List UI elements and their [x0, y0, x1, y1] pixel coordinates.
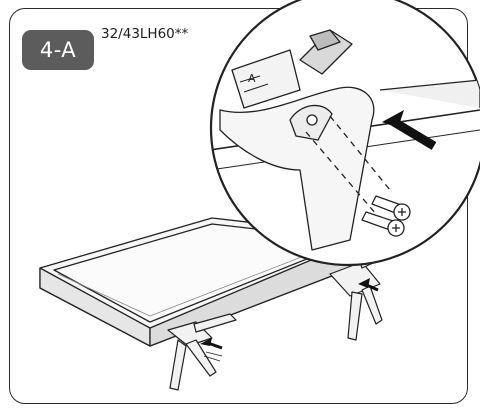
- left-screws: [203, 351, 223, 362]
- step-badge: 4-A: [22, 30, 94, 70]
- svg-text:A: A: [248, 72, 256, 85]
- model-number: 32/43LH60**: [101, 26, 189, 42]
- instruction-frame: [9, 8, 468, 404]
- left-stand: [167, 313, 237, 391]
- right-arrow-icon: [358, 278, 379, 292]
- zoom-arrow-icon: [382, 110, 437, 150]
- left-arrow-icon: [200, 338, 223, 350]
